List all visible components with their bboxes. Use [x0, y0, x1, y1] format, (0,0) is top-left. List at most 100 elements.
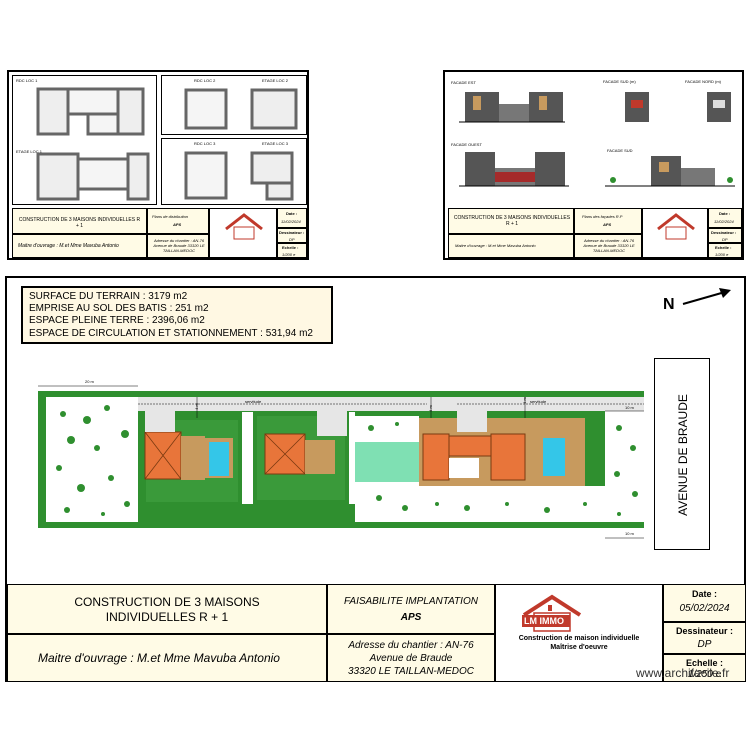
owner-line: Maitre d'ouvrage : M.et Mme Mavuba Anton… [38, 651, 280, 665]
facades-drawing [459, 92, 735, 187]
street-band: AVENUE DE BRAUDE [654, 358, 710, 550]
tb-scale: Echelle : 1/200 e [708, 243, 742, 258]
scale-label: Echelle : [685, 658, 723, 668]
project-title-line1: CONSTRUCTION DE 3 MAISONS [74, 595, 260, 609]
address-line2: Avenue de Braude [369, 653, 453, 664]
tb-address: Adresse du chantier : AN-76 Avenue de Br… [574, 234, 642, 258]
project-title-line2: INDIVIDUELLES R + 1 [105, 610, 229, 624]
site-info-line: EMPRISE AU SOL DES BATIS : 251 m2 [29, 303, 209, 314]
distribution-sheet: RDC LOC 1 ETAGE LOC 1 RDC LOC 2 ETAGE LO… [7, 70, 309, 260]
tb-date: Date : 11/02/2024 [708, 208, 742, 228]
phase: APS [603, 222, 612, 227]
main-site-plan-sheet: SURFACE DU TERRAIN : 3179 m2 EMPRISE AU … [5, 276, 746, 682]
dim-label: 4 m [193, 403, 199, 410]
floorplan-drawing [184, 151, 294, 201]
tb-address-cell: Adresse du chantier : AN-76 Avenue de Br… [327, 634, 495, 682]
tb-plan: Plans des façades R.P APS [574, 208, 642, 234]
date-label: Date : [691, 589, 717, 599]
house-logo-icon [522, 594, 582, 632]
site-info-line: ESPACE DE CIRCULATION ET STATIONNEMENT :… [29, 328, 313, 339]
date-value: 11/02/2024 [714, 219, 734, 224]
tb-owner-cell: Maitre d'ouvrage : M.et Mme Mavuba Anton… [7, 634, 327, 682]
floorplan-drawing [36, 87, 150, 201]
drafter-label: Dessinateur : [675, 626, 734, 636]
logo-text: LM IMMO [524, 616, 564, 626]
scale-label: Echelle : [282, 245, 299, 250]
address-line3: 33320 LE TAILLAN-MEDOC [348, 666, 474, 677]
plan-box-rdc-loc2: RDC LOC 2 ETAGE LOC 2 [161, 75, 307, 135]
house-logo-icon [657, 213, 695, 240]
site-info-line: ESPACE PLEINE TERRE : 2396,06 m2 [29, 315, 205, 326]
plan-title: FAISABILITE IMPLANTATION [344, 596, 478, 607]
date-label: Date : [719, 211, 731, 216]
date-label: Date : [286, 211, 298, 216]
tb-owner: Maitre d'ouvrage : M.et Mme Mavuba Anton… [448, 234, 574, 258]
plan-label: ETAGE LOC 1 [16, 149, 42, 154]
drafter-label: Dessinateur : [279, 230, 305, 235]
scale-value: 1/200 e [282, 252, 296, 257]
drafter-value: DP [697, 639, 712, 650]
drafter-value: DP [289, 237, 295, 242]
project-title: CONSTRUCTION DE 3 MAISONS INDIVIDUELLES … [453, 215, 571, 227]
tb-logo-cell: LM IMMO Construction de maison individue… [495, 584, 663, 682]
tb-project: CONSTRUCTION DE 3 MAISONS INDIVIDUELLES … [448, 208, 574, 234]
company-line1: Construction de maison individuelle [518, 635, 640, 642]
dim-label: 10 m [625, 531, 634, 536]
project-title: CONSTRUCTION DE 3 MAISONS INDIVIDUELLES … [18, 217, 141, 229]
facade-label: FACADE EST [451, 80, 476, 85]
tb-plan: Plans de distribution APS [147, 208, 209, 234]
north-arrow-icon [682, 288, 731, 305]
logo-badge [522, 615, 570, 627]
plan-label: ETAGE LOC 2 [262, 78, 288, 83]
facade-label: FACADE NORD (m) [685, 79, 721, 84]
dim-label: 20 m [85, 379, 94, 384]
tb-address: Adresse du chantier : AN-76 Avenue de Br… [147, 234, 209, 258]
plan-label: ETAGE LOC 3 [262, 141, 288, 146]
tb-project-cell: CONSTRUCTION DE 3 MAISONS INDIVIDUELLES … [7, 584, 327, 634]
tb-date: Date : 11/02/2024 [277, 208, 307, 228]
tb-owner: Maitre d'ouvrage : M.et Mme Mavuba Anton… [12, 234, 147, 258]
plan-box-rdc-loc1: RDC LOC 1 ETAGE LOC 1 [12, 75, 157, 205]
address-line1: Adresse du chantier : AN-76 [348, 640, 474, 651]
tb-scale-cell: Echelle : 1/250 e [663, 654, 746, 682]
tb-logo [642, 208, 708, 258]
tb-project: CONSTRUCTION DE 3 MAISONS INDIVIDUELLES … [12, 208, 147, 234]
plan-title: Plans des façades R.P [582, 214, 623, 219]
tb-date-cell: Date : 05/02/2024 [663, 584, 746, 622]
date-value: 05/02/2024 [679, 603, 730, 614]
date-value: 11/02/2024 [281, 219, 301, 224]
scale-value: 1/200 e [715, 252, 729, 257]
floorplan-drawing [184, 88, 298, 130]
dim-label: 4 m [427, 405, 433, 412]
tb-drafter-cell: Dessinateur : DP [663, 622, 746, 654]
servitude-label: servitude [245, 399, 262, 404]
plan-label: RDC LOC 2 [194, 78, 216, 83]
tb-drafter: Dessinateur : DP [277, 228, 307, 243]
tb-plan-cell: FAISABILITE IMPLANTATION APS [327, 584, 495, 634]
plan-title: Plans de distribution [152, 214, 189, 219]
owner: Maitre d'ouvrage : M.et Mme Mavuba Anton… [18, 243, 119, 249]
plan-box-rdc-loc3: RDC LOC 3 ETAGE LOC 3 [161, 138, 307, 205]
scale-value: 1/250 e [687, 669, 722, 680]
tb-drafter: Dessinateur : DP [708, 228, 742, 243]
tb-scale: Echelle : 1/200 e [277, 243, 307, 258]
dim-label: 10 m [625, 405, 634, 410]
site-info-line: SURFACE DU TERRAIN : 3179 m2 [29, 291, 188, 302]
phase: APS [400, 612, 422, 623]
owner: Maitre d'ouvrage : M.et Mme Mavuba Anton… [455, 243, 536, 248]
servitude-label: servitude [530, 399, 547, 404]
plan-label: RDC LOC 1 [16, 78, 38, 83]
house-logo-icon [225, 213, 263, 240]
phase: APS [173, 222, 182, 227]
site-plan-drawing [38, 385, 644, 539]
company-line2: Maîtrise d'oeuvre [550, 644, 608, 651]
address: Adresse du chantier : AN-76 Avenue de Br… [153, 238, 205, 253]
drafter-label: Dessinateur : [711, 230, 737, 235]
dim-label: 4 m [521, 397, 527, 404]
facades-sheet: FACADE EST FACADE SUD (m) FACADE NORD (m… [443, 70, 744, 260]
scale-label: Echelle : [715, 245, 732, 250]
facade-label: FACADE OUEST [451, 142, 482, 147]
north-label: N [663, 296, 675, 313]
facade-label: FACADE SUD (m) [603, 79, 636, 84]
address: Adresse du chantier : AN-76 Avenue de Br… [583, 238, 635, 253]
